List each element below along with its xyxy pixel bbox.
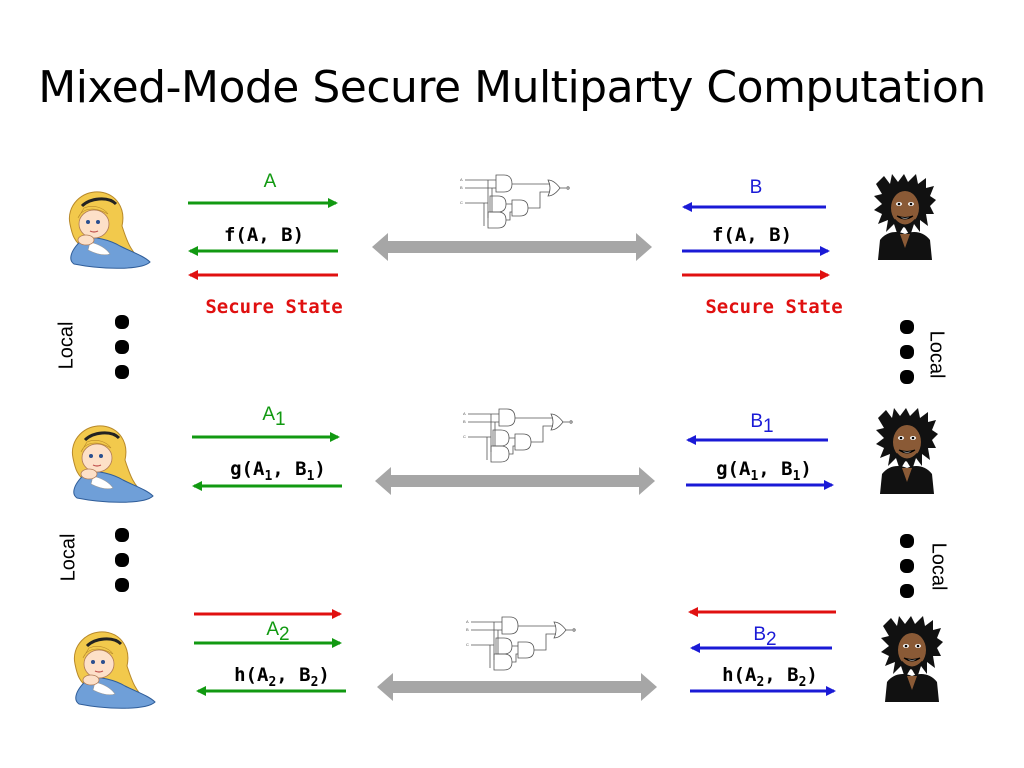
bob-input-label: B xyxy=(749,177,763,198)
gray-double-arrow xyxy=(372,233,652,261)
bob-icon xyxy=(872,172,938,262)
bob-secure-state-label: Secure State xyxy=(705,296,843,318)
circuit-icon xyxy=(462,408,573,463)
alice-secure-state-label: Secure State xyxy=(205,296,343,318)
local-label-left: Local xyxy=(55,321,78,370)
alice-icon xyxy=(72,630,157,710)
bob-output-label: f(A, B) xyxy=(711,224,793,246)
local-label-right: Local xyxy=(927,542,950,591)
gray-double-arrow xyxy=(375,467,655,495)
alice-output-label: g(A1, B1) xyxy=(230,458,326,484)
alice-output-label: h(A2, B2) xyxy=(234,664,330,690)
slide-title: Mixed-Mode Secure Multiparty Computation xyxy=(38,62,986,113)
bob-icon xyxy=(879,614,945,704)
ellipsis-dots-left-2 xyxy=(115,528,129,592)
circuit-icon xyxy=(459,174,570,229)
alice-icon xyxy=(67,190,152,270)
bob-input-label: B2 xyxy=(753,624,777,650)
bob-output-label: h(A2, B2) xyxy=(722,664,818,690)
alice-input-label: A1 xyxy=(262,404,286,430)
gray-double-arrow xyxy=(377,673,657,701)
bob-input-label: B1 xyxy=(750,411,774,437)
alice-output-label: f(A, B) xyxy=(223,224,305,246)
ellipsis-dots-right-1 xyxy=(900,320,914,384)
circuit-icon xyxy=(465,616,576,671)
alice-input-label: A xyxy=(263,171,277,192)
bob-output-label: g(A1, B1) xyxy=(716,458,812,484)
alice-input-label: A2 xyxy=(266,619,290,645)
ellipsis-dots-right-2 xyxy=(900,534,914,598)
ellipsis-dots-left-1 xyxy=(115,315,129,379)
alice-icon xyxy=(70,424,155,504)
local-label-right: Local xyxy=(925,330,948,379)
local-label-left: Local xyxy=(57,533,80,582)
bob-icon xyxy=(874,406,940,496)
